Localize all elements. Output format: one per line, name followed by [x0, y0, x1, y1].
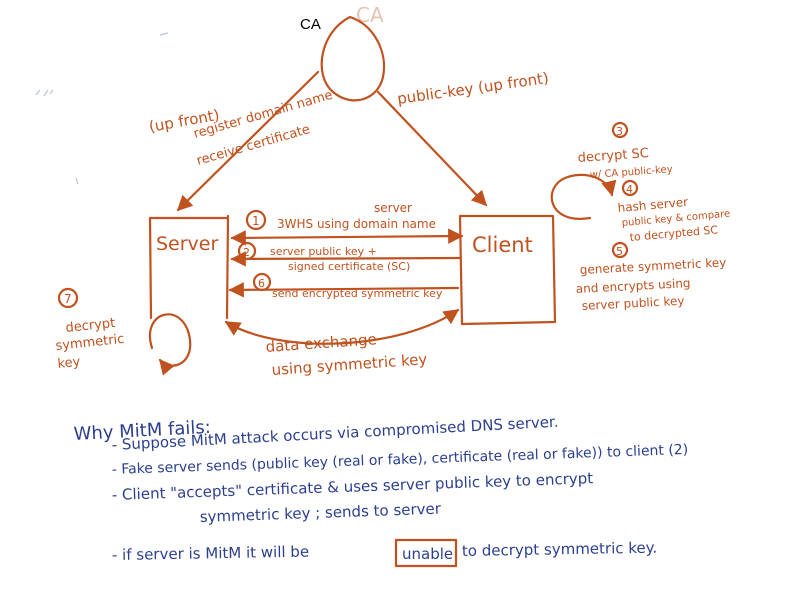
- edge-step-1: 1 3WHS using domain name server: [230, 201, 464, 246]
- note-5-number: 5: [616, 245, 623, 258]
- step-1-extra: server: [374, 201, 412, 215]
- client-self-loop: [550, 173, 617, 220]
- client-notes: 3 decrypt SC w/ CA public-key 4 hash ser…: [575, 121, 731, 313]
- note-3-line-a: decrypt SC: [577, 146, 649, 166]
- ca-node-handwritten: CA: [356, 3, 384, 27]
- edge-data-exchange: data exchange using symmetric key: [224, 308, 460, 379]
- edge-ca-to-server: [176, 70, 320, 212]
- note-5-line-c: server public key: [581, 294, 684, 313]
- ca-node-label: CA: [300, 16, 321, 33]
- note-7-line-c: key: [57, 355, 82, 372]
- client-node-label: Client: [472, 233, 533, 257]
- server-node: Server: [148, 214, 230, 320]
- note-3-line-b: w/ CA public-key: [589, 164, 673, 181]
- step-2-number: 2: [243, 246, 250, 259]
- notes-line-4a: - if server is MitM it will be: [112, 543, 310, 564]
- edge-ca-to-client: [376, 90, 488, 207]
- data-exchange-label-2: using symmetric key: [271, 350, 428, 379]
- client-node: Client: [458, 214, 557, 326]
- note-4-number: 4: [626, 183, 633, 196]
- notes-line-3b: symmetric key ; sends to server: [200, 500, 443, 526]
- note-3-number: 3: [616, 125, 623, 138]
- unable-highlight-box: [394, 538, 458, 568]
- note-4-line-a: hash server: [617, 195, 689, 215]
- step-2-label-a: server public key +: [270, 245, 377, 258]
- mitm-notes: Why MitM fails: - Suppose MitM attack oc…: [73, 413, 688, 568]
- eraser-smudges: [35, 32, 169, 185]
- note-7-number: 7: [64, 292, 72, 306]
- edge-step-2: 2 server public key + signed certificate…: [230, 241, 462, 273]
- step-1-number: 1: [252, 214, 260, 228]
- notes-line-4-boxed: unable: [402, 545, 453, 563]
- server-node-label: Server: [156, 233, 218, 255]
- step-6-number: 6: [258, 277, 265, 290]
- ca-node: CA: [320, 3, 386, 102]
- note-7-line-b: symmetric: [55, 332, 125, 354]
- data-exchange-label-1: data exchange: [265, 330, 377, 356]
- note-7-line-a: decrypt: [65, 316, 116, 336]
- note-5-line-a: generate symmetric key: [579, 255, 726, 277]
- step-2-label-b: signed certificate (SC): [288, 260, 410, 273]
- step-1-label: 3WHS using domain name: [277, 217, 436, 231]
- server-notes: 7 decrypt symmetric key: [55, 287, 125, 372]
- note-5-line-b: and encrypts using: [575, 276, 690, 296]
- notes-line-4b: to decrypt symmetric key.: [462, 539, 658, 560]
- edge-ca-client-label: public-key (up front): [396, 69, 550, 108]
- step-6-label: send encrypted symmetric key: [272, 287, 443, 300]
- server-self-loop: [149, 313, 192, 376]
- edge-step-6: 6 send encrypted symmetric key: [228, 272, 460, 300]
